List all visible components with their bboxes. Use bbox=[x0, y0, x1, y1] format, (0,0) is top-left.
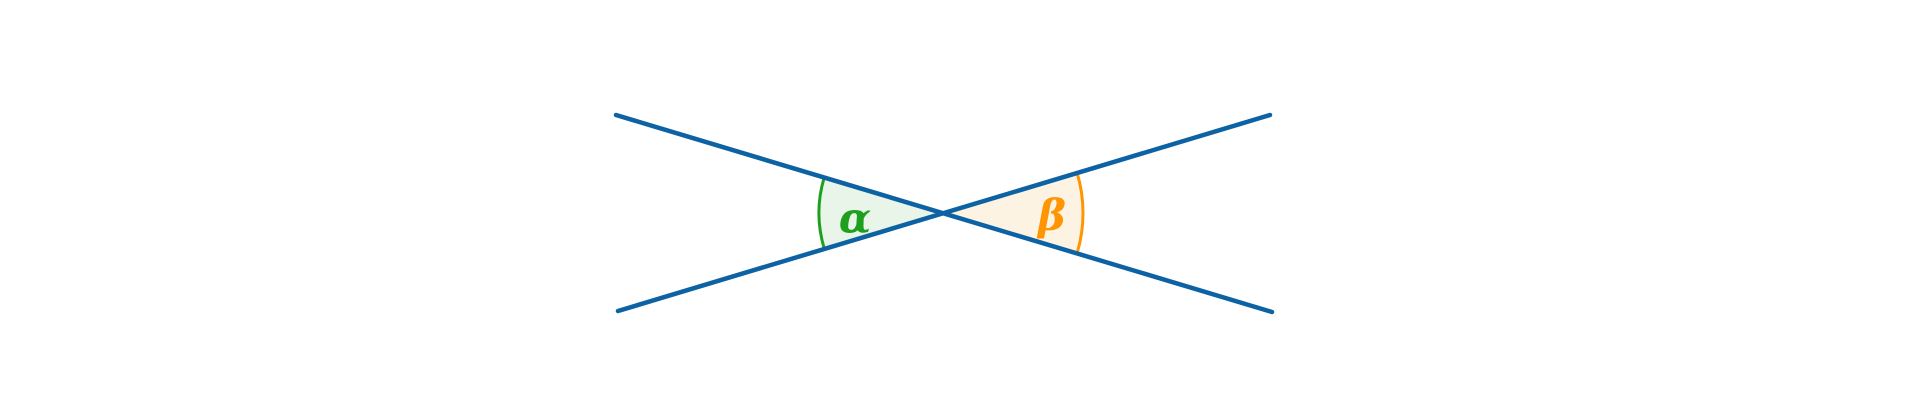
line-2 bbox=[615, 112, 1273, 314]
angle-arc-beta bbox=[1075, 171, 1085, 255]
angle-label-alpha: α bbox=[839, 194, 871, 243]
angle-sector-alpha bbox=[818, 177, 943, 249]
angle-label-beta: β bbox=[1036, 191, 1066, 240]
angle-arc-alpha bbox=[817, 175, 826, 251]
angle-sector-beta bbox=[943, 172, 1083, 254]
